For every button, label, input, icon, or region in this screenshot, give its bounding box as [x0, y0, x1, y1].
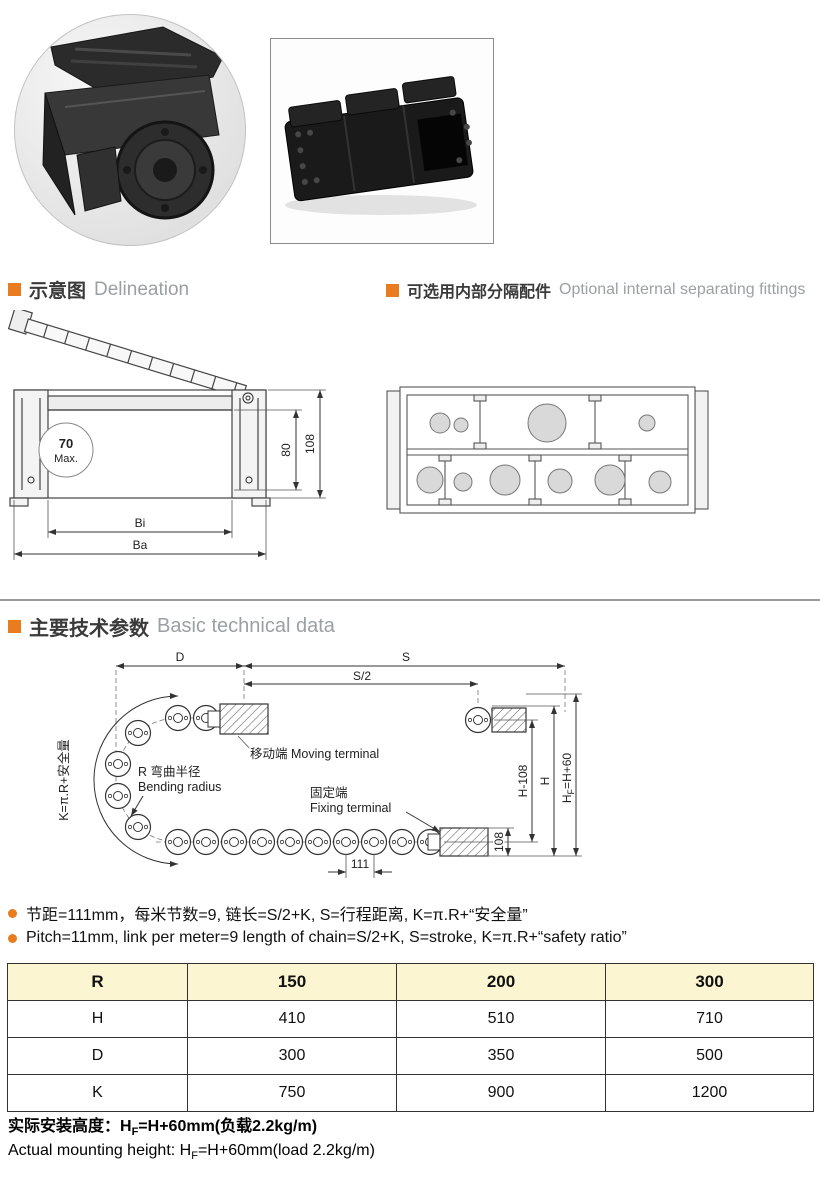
square-bullet-icon	[8, 620, 21, 633]
mounting-height-zh: 实际安装高度：HF=H+60mm(负载2.2kg/m)	[8, 1112, 317, 1138]
leader-lines	[130, 735, 441, 833]
table-cell: 510	[396, 1000, 606, 1038]
dimension-lines	[13, 389, 326, 560]
dim-80-label: 80	[279, 443, 293, 457]
table-cell: 750	[187, 1074, 397, 1112]
section-header-technical: 主要技术参数 Basic technical data	[8, 612, 335, 641]
k-formula-label: K=π.R+安全量	[56, 739, 71, 821]
k-arc	[93, 693, 179, 867]
table-cell: 500	[605, 1037, 814, 1075]
section-title-zh: 可选用内部分隔配件	[407, 284, 552, 301]
table-cell: 410	[187, 1000, 397, 1038]
fixing-terminal-en-label: Fixing terminal	[310, 801, 391, 815]
footer-subscript: F	[191, 1150, 198, 1163]
section-title-en: Delineation	[94, 278, 190, 300]
footer-text: =H+60mm(load 2.2kg/m)	[197, 1142, 375, 1159]
footer-subscript: F	[131, 1126, 139, 1139]
dim-ba-label: Ba	[133, 538, 148, 552]
table-cell: R	[7, 963, 188, 1001]
table-cell: 900	[396, 1074, 606, 1112]
dim-h-minus-108-label: H-108	[516, 764, 530, 797]
footer-text: Actual mounting height: H	[8, 1142, 192, 1159]
max-cable-bubble	[38, 422, 94, 478]
section-header-fittings: 可选用内部分隔配件 Optional internal separating f…	[386, 278, 805, 302]
table-cell: 350	[396, 1037, 606, 1075]
table-row: D 300 350 500	[7, 1037, 814, 1075]
section-divider	[0, 599, 820, 601]
cable-carrier-photo-art	[284, 76, 477, 215]
table-cell: 1200	[605, 1074, 814, 1112]
footer-text: 实际安装高度：H	[8, 1118, 132, 1135]
table-row: H 410 510 710	[7, 1000, 814, 1038]
table-header-row: R 150 200 300	[7, 963, 814, 1001]
moving-terminal-block	[207, 703, 269, 735]
section-title-en: Basic technical data	[157, 615, 335, 637]
table-cell: 300	[187, 1037, 397, 1075]
square-bullet-icon	[386, 283, 399, 297]
dim-s-half-label: S/2	[353, 669, 371, 683]
dim-111-label: 111	[351, 857, 370, 871]
footer-text: =H+60mm(负载2.2kg/m)	[138, 1118, 318, 1135]
cable-circles	[416, 403, 672, 496]
dim-h-label: H	[538, 777, 552, 786]
table-cell: H	[7, 1000, 188, 1038]
spec-table: R 150 200 300 H 410 510 710 D 300 350 50…	[7, 963, 814, 1112]
section-title-en: Optional internal separating fittings	[559, 281, 806, 298]
open-lid	[8, 310, 248, 399]
dim-108-label: 108	[492, 832, 506, 852]
dot-bullet-icon	[8, 908, 17, 918]
section-title-zh: 主要技术参数	[29, 618, 149, 640]
table-cell: 300	[605, 963, 814, 1001]
table-cell: D	[7, 1037, 188, 1075]
note-pitch-zh: 节距=111mm，每米节数=9, 链长=S/2+K, S=行程距离, K=π.R…	[8, 901, 528, 925]
dim-s-label: S	[402, 650, 410, 664]
fixing-terminal-zh-label: 固定端	[310, 785, 348, 800]
dot-bullet-icon	[8, 933, 17, 943]
section-title-zh: 示意图	[29, 281, 87, 302]
bend-diagram: D S S/2 移动端 Moving terminal R 弯曲半径 Bendi…	[55, 650, 582, 878]
square-bullet-icon	[8, 283, 21, 296]
separating-fittings-drawing	[386, 386, 709, 514]
mounting-height-en: Actual mounting height: HF=H+60mm(load 2…	[8, 1142, 375, 1162]
bending-radius-zh-label: R 弯曲半径	[138, 764, 201, 779]
max-cable-value: 70	[59, 436, 73, 451]
delineation-drawing: 70 Max. 80 108 Bi Ba	[8, 310, 326, 560]
section-header-delineation: 示意图 Delineation	[8, 276, 189, 303]
note-pitch-en: Pitch=11mm, link per meter=9 length of c…	[8, 929, 627, 947]
product-photo-rect	[270, 38, 494, 244]
note-text: 节距=111mm，每米节数=9, 链长=S/2+K, S=行程距离, K=π.R…	[26, 907, 528, 924]
bending-radius-en-label: Bending radius	[138, 780, 221, 794]
table-cell: 200	[396, 963, 606, 1001]
moving-terminal-label: 移动端 Moving terminal	[250, 747, 379, 761]
table-cell: K	[7, 1074, 188, 1112]
table-cell: 710	[605, 1000, 814, 1038]
dimension-lines	[116, 663, 582, 878]
dim-d-label: D	[176, 650, 185, 664]
dim-108-label: 108	[303, 434, 317, 454]
table-cell: 150	[187, 963, 397, 1001]
note-text: Pitch=11mm, link per meter=9 length of c…	[26, 929, 627, 946]
table-row: K 750 900 1200	[7, 1074, 814, 1112]
dim-bi-label: Bi	[135, 516, 146, 530]
max-cable-unit: Max.	[54, 453, 78, 465]
dim-hf-label: HF=H+60	[560, 753, 576, 804]
cable-chain-photo-art	[42, 26, 224, 220]
product-photo-round	[14, 14, 246, 246]
